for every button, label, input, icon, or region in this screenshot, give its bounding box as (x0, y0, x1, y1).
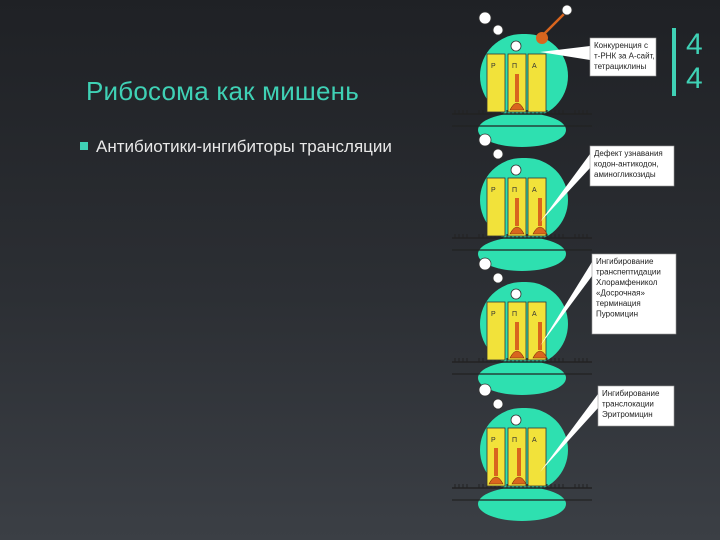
trna-anticodon (509, 226, 525, 235)
site-label: A (532, 63, 537, 70)
binding-site (527, 53, 547, 113)
callout-text: Хлорамфеникол (596, 278, 658, 287)
bullet-item: Антибиотики-ингибиторы трансляции (80, 136, 396, 158)
binding-site (527, 177, 547, 237)
factor-circle (510, 414, 522, 426)
factor-circle (478, 11, 492, 25)
factor-circle (492, 272, 504, 284)
binding-site (486, 177, 506, 237)
site-label: P (491, 311, 496, 318)
trna-anticodon (488, 476, 504, 485)
site-label: П (512, 187, 517, 194)
trna-stem (517, 448, 521, 476)
callout-pointer (540, 394, 598, 472)
callout-pointer (540, 46, 590, 60)
trna-stem (515, 322, 519, 350)
factor-circle (492, 24, 504, 36)
factor-circle (510, 164, 522, 176)
site-label: П (512, 437, 517, 444)
callout-box (589, 37, 657, 77)
trna-anticodon (532, 350, 548, 359)
trna-anticodon (511, 476, 527, 485)
incoming-trna-head (536, 32, 548, 44)
trna-stem (538, 198, 542, 226)
callout-text: «Досрочная» (596, 289, 645, 298)
callout-text: кодон-антикодон, (594, 160, 659, 169)
trna-stem (494, 448, 498, 476)
site-label: A (532, 437, 537, 444)
callout-text: Конкуренция с (594, 41, 648, 50)
callout-text: терминация (596, 299, 641, 308)
callout-pointer (540, 154, 590, 222)
site-label: P (491, 437, 496, 444)
incoming-trna-stem (543, 11, 567, 35)
callout-box (589, 145, 675, 187)
site-label: P (491, 187, 496, 194)
callout-text: Ингибирование (596, 257, 654, 266)
site-label: P (491, 63, 496, 70)
callout-box (597, 385, 675, 427)
factor-circle (478, 383, 492, 397)
factor-circle (492, 148, 504, 160)
factor-circle (510, 288, 522, 300)
callout-text: тетрациклины (594, 62, 647, 71)
trna-stem (515, 198, 519, 226)
slide-number-digit-1: 4 (686, 28, 703, 61)
callout-pointer (540, 262, 592, 346)
small-subunit (478, 113, 566, 147)
trna-anticodon (509, 102, 525, 111)
ribosome-panel-1: P П A Конкуренция с т-РНК за А-сайт,тетрацик… (452, 4, 657, 147)
callout-text: транспептидации (596, 268, 661, 277)
ribosome-panel-3: P П A Ингибирование транспептидацииХлорамфен… (452, 253, 677, 395)
factor-circle (478, 133, 492, 147)
trna-anticodon (532, 226, 548, 235)
trna-anticodon (509, 350, 525, 359)
small-subunit (478, 237, 566, 271)
callout-box (591, 253, 677, 335)
trna-stem (538, 322, 542, 350)
factor-circle (510, 40, 522, 52)
trna-stem (515, 74, 519, 102)
callout-text: т-РНК за А-сайт, (594, 52, 655, 61)
slide-number-digit-2: 4 (686, 62, 703, 95)
binding-site (527, 427, 547, 487)
bullet-square-icon (80, 142, 88, 150)
small-subunit (478, 487, 566, 521)
binding-site (527, 301, 547, 361)
callout-text: Эритромицин (602, 410, 653, 419)
ribosome-panel-2: P П A Дефект узнавания кодон-антикодон,амино… (452, 133, 675, 271)
factor-circle (492, 398, 504, 410)
factor-circle (478, 257, 492, 271)
slide-title: Рибосома как мишень (86, 76, 359, 106)
site-label: A (532, 187, 537, 194)
callout-text: Дефект узнавания (594, 149, 663, 158)
binding-site (486, 301, 506, 361)
callout-text: аминогликозиды (594, 170, 656, 179)
bullet-text: Антибиотики-ингибиторы трансляции (96, 137, 392, 156)
callout-text: Ингибирование (602, 389, 660, 398)
site-label: A (532, 311, 537, 318)
site-label: П (512, 311, 517, 318)
factor-circle (561, 4, 573, 16)
callout-text: транслокации (602, 400, 654, 409)
site-label: П (512, 63, 517, 70)
small-subunit (478, 361, 566, 395)
binding-site (486, 53, 506, 113)
slide-number: 4 4 (672, 28, 703, 96)
callout-text: Пуромицин (596, 310, 638, 319)
